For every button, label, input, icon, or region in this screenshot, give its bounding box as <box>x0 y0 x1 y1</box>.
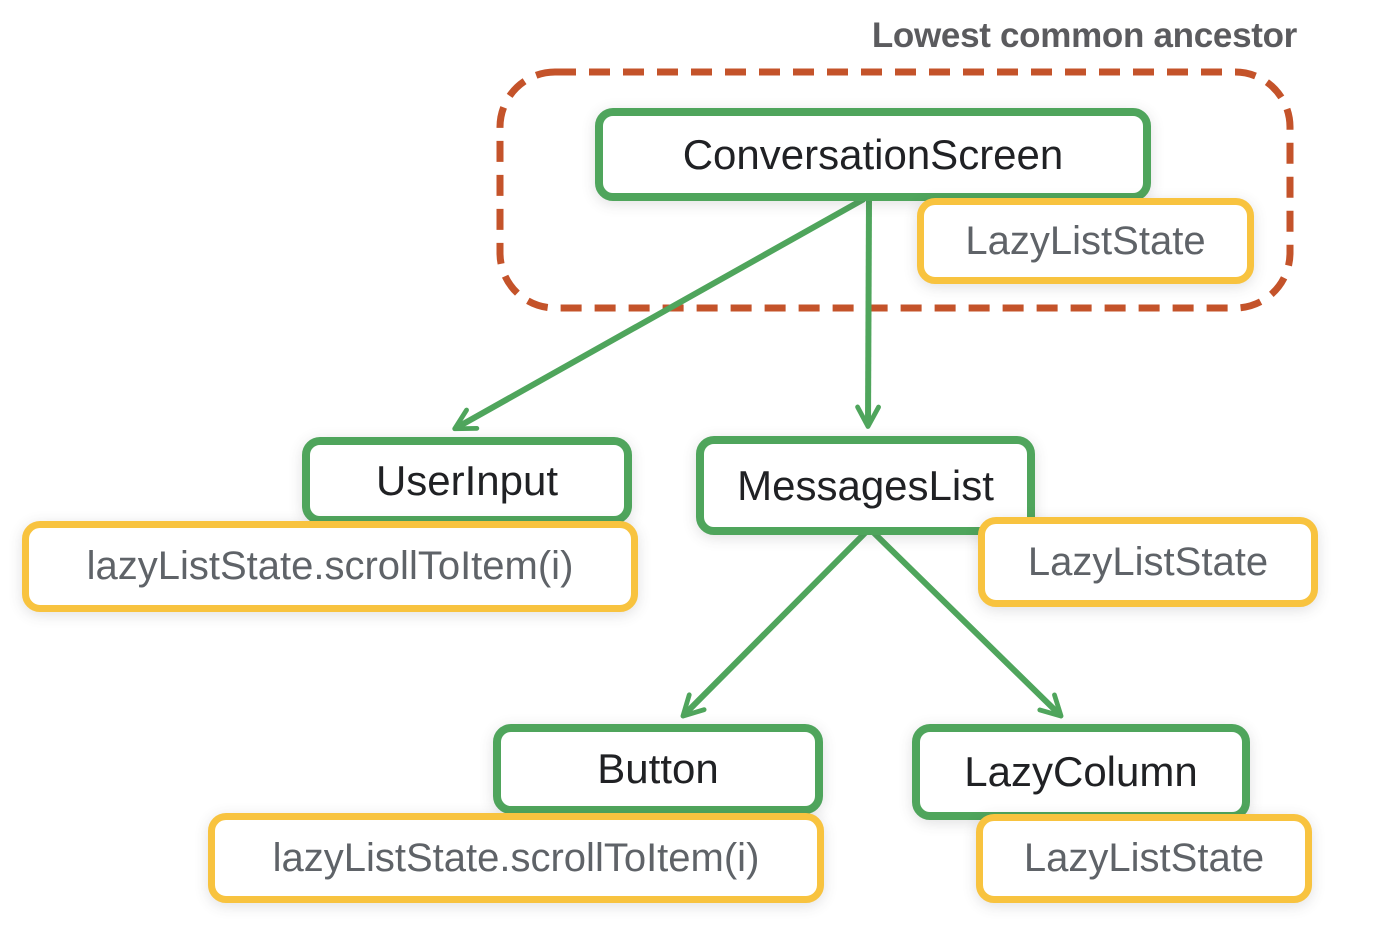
node-messageslist: MessagesList <box>696 436 1035 535</box>
node-label: Button <box>597 745 719 792</box>
edge-conversationscreen-to-messageslist <box>855 198 881 429</box>
state-label: lazyListState.scrollToItem(i) <box>86 544 574 588</box>
state-label: LazyListState <box>965 218 1206 263</box>
state-lazyliststate-lazycolumn: LazyListState <box>976 814 1312 903</box>
node-button: Button <box>493 724 823 814</box>
node-lazycolumn: LazyColumn <box>912 724 1250 820</box>
node-conversationscreen: ConversationScreen <box>595 108 1151 201</box>
node-userinput: UserInput <box>302 437 632 524</box>
state-call-scrolltoitem-userinput: lazyListState.scrollToItem(i) <box>22 521 638 612</box>
edge-messageslist-to-lazycolumn <box>870 529 1064 719</box>
node-label: ConversationScreen <box>682 130 1064 178</box>
edge-messageslist-to-button <box>680 529 869 719</box>
state-call-scrolltoitem-button: lazyListState.scrollToItem(i) <box>208 813 824 903</box>
node-label: UserInput <box>375 456 559 504</box>
node-label: MessagesList <box>737 461 994 509</box>
state-label: LazyListState <box>1027 539 1269 584</box>
state-lazyliststate-messageslist: LazyListState <box>978 517 1318 607</box>
state-label: LazyListState <box>1023 836 1265 880</box>
edge-conversationscreen-to-userinput <box>452 196 866 432</box>
state-lazyliststate-conversationscreen: LazyListState <box>917 198 1254 284</box>
node-label: LazyColumn <box>964 748 1198 795</box>
state-label: lazyListState.scrollToItem(i) <box>272 835 760 880</box>
lowest-common-ancestor-label: Lowest common ancestor <box>871 16 1297 55</box>
lowest-common-ancestor-boundary <box>496 68 1294 312</box>
